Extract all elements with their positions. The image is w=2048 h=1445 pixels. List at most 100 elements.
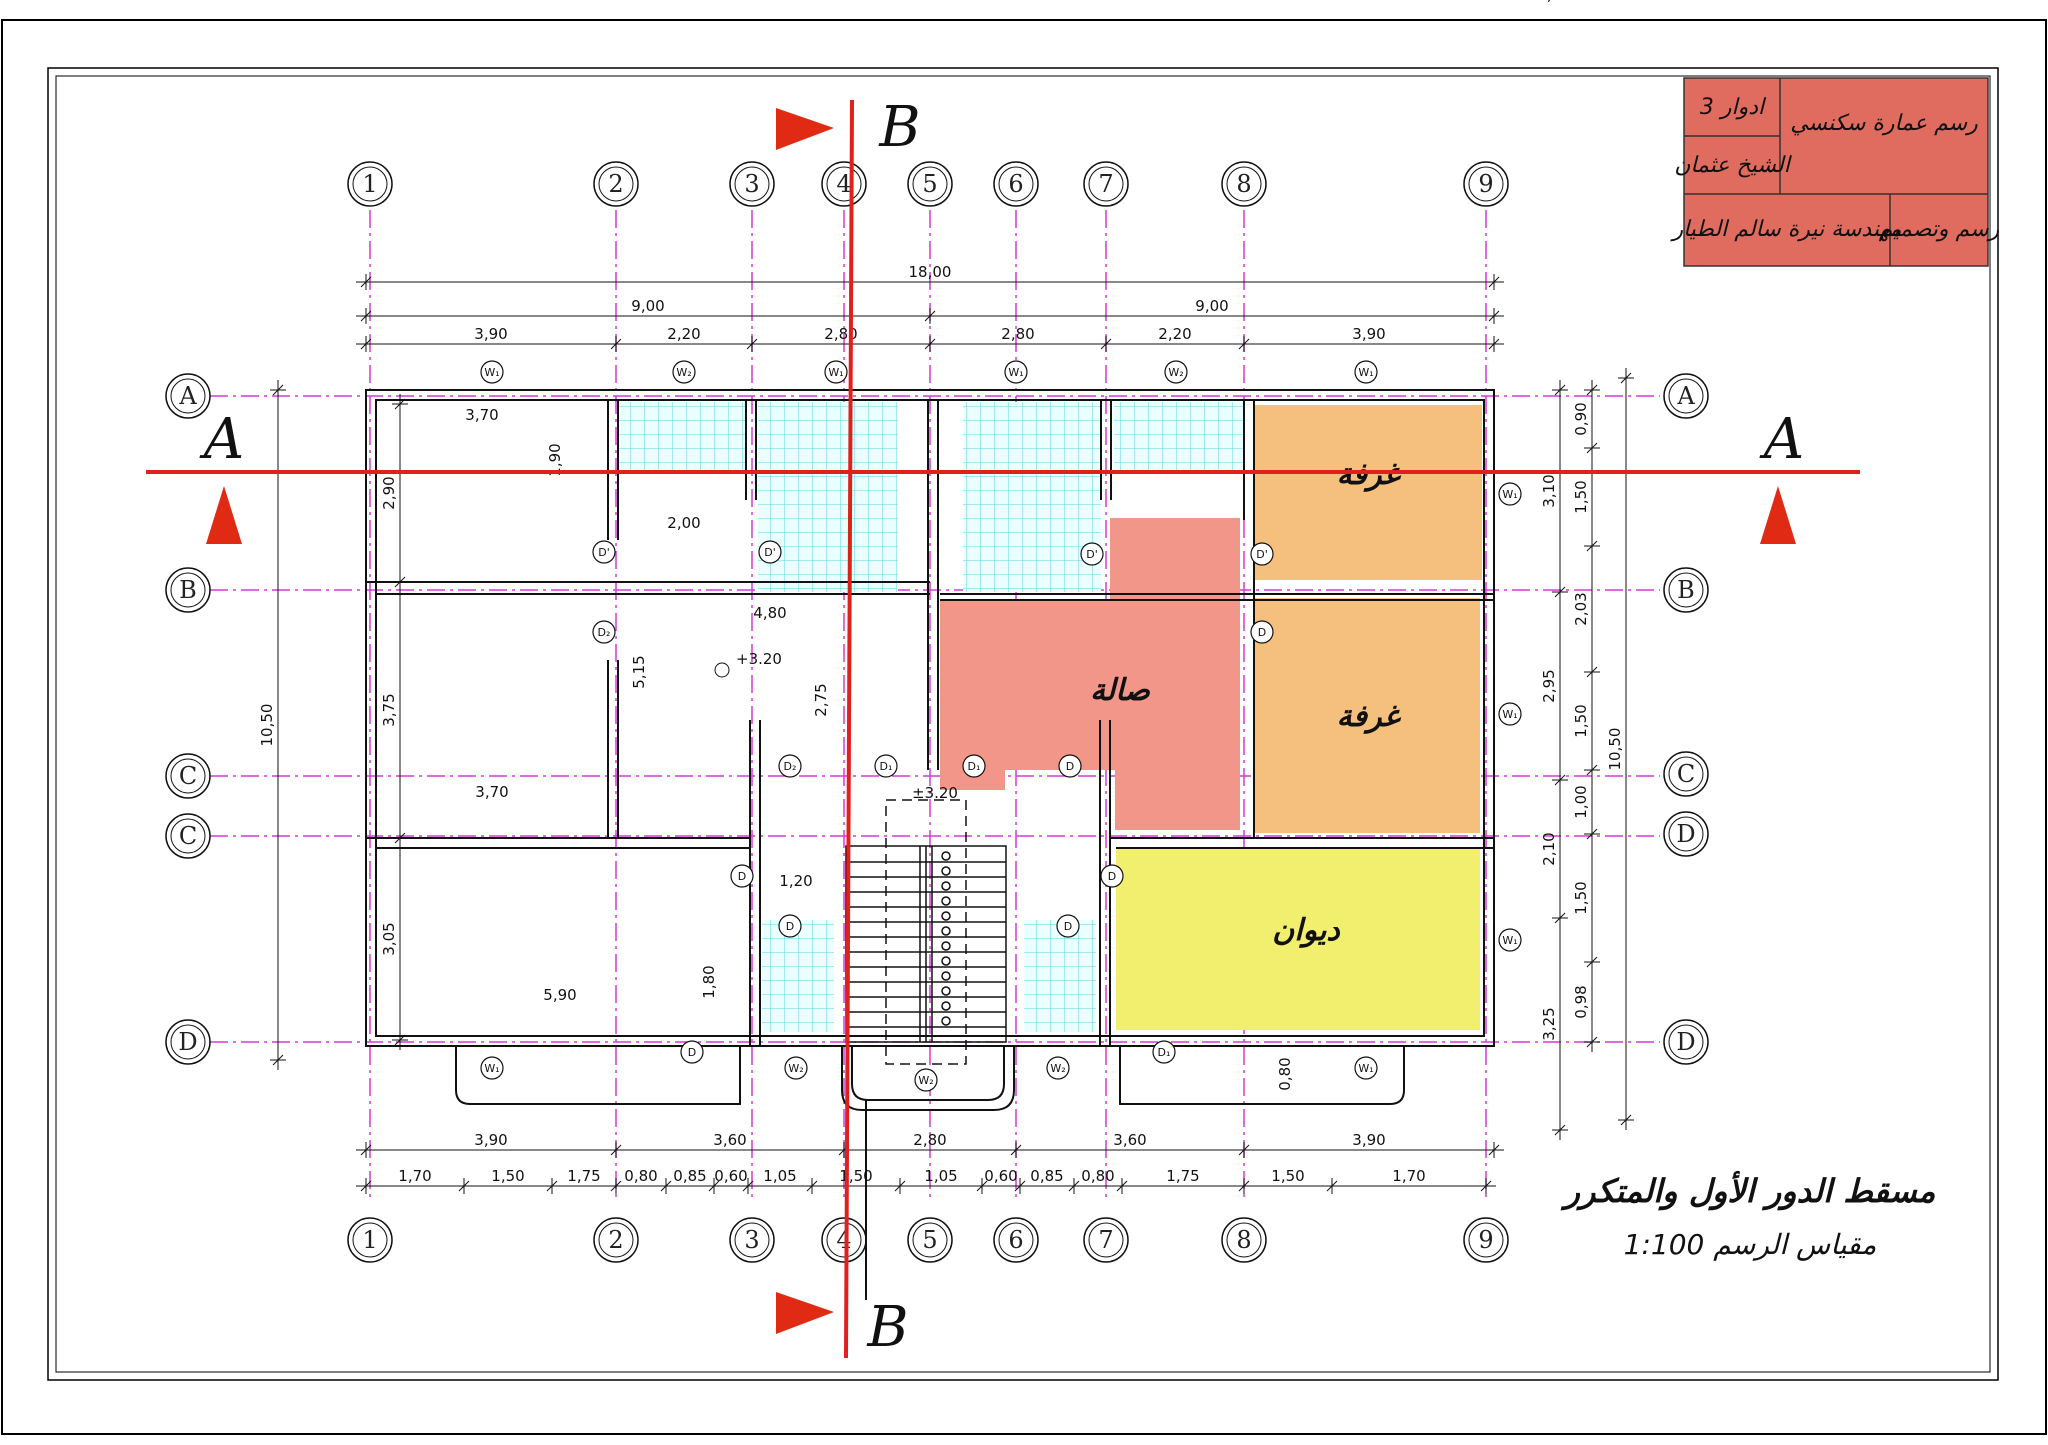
svg-text:D: D bbox=[786, 920, 794, 933]
svg-text:9: 9 bbox=[1478, 170, 1493, 198]
svg-text:C: C bbox=[1677, 760, 1695, 788]
dim-top-3: 2,80 bbox=[1001, 325, 1034, 343]
dim-interior-7: 1,20 bbox=[779, 872, 812, 890]
dim-interior-10: 0,80 bbox=[1276, 1057, 1294, 1090]
grid-bubble-bottom-7: 7 bbox=[1083, 1217, 1129, 1263]
section-arrow-a-right bbox=[1760, 486, 1796, 544]
door-tag-0: D' bbox=[592, 540, 616, 564]
dim-bottom2-1: 1,50 bbox=[491, 1167, 524, 1185]
staircase bbox=[845, 799, 1007, 1065]
svg-text:D₂: D₂ bbox=[598, 626, 611, 639]
svg-text:3: 3 bbox=[744, 170, 759, 198]
svg-text:D: D bbox=[1258, 626, 1266, 639]
grid-bubble-right-1: B bbox=[1663, 567, 1709, 613]
dim-interior-6: 3,70 bbox=[475, 783, 508, 801]
dim-left-rooms-1: 3,75 bbox=[380, 693, 398, 726]
grid-bubble-top-5: 5 bbox=[907, 161, 953, 207]
window-tag-8: W₁ bbox=[1498, 928, 1522, 952]
svg-text:6: 6 bbox=[1008, 1226, 1023, 1254]
dim-bottom2-2: 1,75 bbox=[567, 1167, 600, 1185]
project-name: رسم عمارة سكنسي bbox=[1790, 111, 1978, 136]
window-tag-0: W₁ bbox=[480, 360, 504, 384]
room-hall bbox=[940, 518, 1240, 830]
dim-bottom1-0: 3,90 bbox=[474, 1131, 507, 1149]
room-bedroom-middle bbox=[1254, 598, 1480, 833]
svg-text:1: 1 bbox=[362, 1226, 377, 1254]
svg-text:W₁: W₁ bbox=[1358, 1062, 1373, 1075]
dim-interior-2: 2,00 bbox=[667, 514, 700, 532]
scale-label: مقياس الرسم 1:100 bbox=[1624, 1228, 1877, 1261]
door-tag-13: D bbox=[1056, 914, 1080, 938]
svg-text:W₁: W₁ bbox=[1358, 366, 1373, 379]
section-letter-a-right: A bbox=[1759, 407, 1804, 472]
grid-bubble-left-0: A bbox=[165, 373, 211, 419]
drawing-title: مسقط الدور الأول والمتكرر bbox=[1561, 1170, 1936, 1211]
grid-bubble-bottom-4: 4 bbox=[821, 1217, 867, 1263]
design-role: رسم وتصميم bbox=[1879, 217, 2000, 242]
grid-bubble-top-3: 3 bbox=[729, 161, 775, 207]
svg-text:D': D' bbox=[1256, 548, 1268, 561]
svg-text:W₁: W₁ bbox=[828, 366, 843, 379]
window-tag-7: W₁ bbox=[1498, 702, 1522, 726]
dim-right2-6: 0,98 bbox=[1572, 985, 1590, 1018]
inner-frame-2 bbox=[55, 75, 1991, 1373]
dim-bottom2-10: 0,85 bbox=[1030, 1167, 1063, 1185]
window-tag-1: W₂ bbox=[672, 360, 696, 384]
svg-text:W₁: W₁ bbox=[1502, 488, 1517, 501]
svg-text:7: 7 bbox=[1098, 170, 1113, 198]
dim-right2-4: 1,00 bbox=[1572, 785, 1590, 818]
section-letter-b-top: B bbox=[878, 95, 920, 160]
svg-text:A: A bbox=[1676, 382, 1695, 410]
dim-right2-2: 2,03 bbox=[1572, 592, 1590, 625]
svg-text:W₂: W₂ bbox=[676, 366, 691, 379]
door-tag-12: D bbox=[778, 914, 802, 938]
door-tag-6: D₂ bbox=[778, 754, 802, 778]
door-tag-3: D' bbox=[1250, 542, 1274, 566]
door-tag-9: D bbox=[1058, 754, 1082, 778]
svg-text:D: D bbox=[1108, 870, 1116, 883]
dim-half-0: 9,00 bbox=[631, 297, 664, 315]
grid-bubble-bottom-1: 1 bbox=[347, 1217, 393, 1263]
grid-bubble-left-4: D bbox=[165, 1019, 211, 1065]
grid-bubble-right-4: D bbox=[1663, 1019, 1709, 1065]
dim-right2-1: 1,50 bbox=[1572, 480, 1590, 513]
room-diwan bbox=[1116, 848, 1480, 1030]
door-tag-2: D' bbox=[1080, 542, 1104, 566]
svg-text:W₁: W₁ bbox=[484, 366, 499, 379]
dim-right1-1: 2,95 bbox=[1540, 669, 1558, 702]
room-label-bedroom-top: غرفة bbox=[1337, 457, 1402, 492]
window-tag-11: W₂ bbox=[1046, 1056, 1070, 1080]
svg-text:8: 8 bbox=[1236, 170, 1251, 198]
svg-text:3: 3 bbox=[744, 1226, 759, 1254]
dim-bottom2-0: 1,70 bbox=[398, 1167, 431, 1185]
dim-bottom2-14: 1,70 bbox=[1392, 1167, 1425, 1185]
grid-bubble-left-2: C bbox=[165, 753, 211, 799]
grid-bubble-right-0: A bbox=[1663, 373, 1709, 419]
dim-total-0: 18,00 bbox=[909, 263, 952, 281]
dim-bottom2-6: 1,05 bbox=[763, 1167, 796, 1185]
svg-text:D': D' bbox=[598, 546, 610, 559]
grid-bubble-bottom-3: 3 bbox=[729, 1217, 775, 1263]
door-tag-15: D₁ bbox=[1152, 1040, 1176, 1064]
svg-text:D: D bbox=[178, 1028, 197, 1056]
door-tag-8: D₁ bbox=[962, 754, 986, 778]
dim-interior-5: 2,75 bbox=[812, 683, 830, 716]
svg-text:2: 2 bbox=[608, 170, 623, 198]
door-tag-1: D' bbox=[758, 540, 782, 564]
dim-right2-5: 1,50 bbox=[1572, 881, 1590, 914]
svg-text:D₁: D₁ bbox=[880, 760, 893, 773]
floors-count: 3 ادوار bbox=[1700, 95, 1767, 120]
dim-interior-1: 1,90 bbox=[546, 443, 564, 476]
svg-text:B: B bbox=[1677, 576, 1695, 604]
window-tag-13: W₁ bbox=[1354, 1056, 1378, 1080]
dim-top-4: 2,20 bbox=[1158, 325, 1191, 343]
window-tag-12: W₂ bbox=[914, 1068, 938, 1092]
section-letter-a-left: A bbox=[199, 407, 244, 472]
dim-bottom2-11: 0,80 bbox=[1081, 1167, 1114, 1185]
dim-right-total-0: 10,50 bbox=[1606, 728, 1624, 771]
window-tag-10: W₂ bbox=[784, 1056, 808, 1080]
window-tag-6: W₁ bbox=[1498, 482, 1522, 506]
